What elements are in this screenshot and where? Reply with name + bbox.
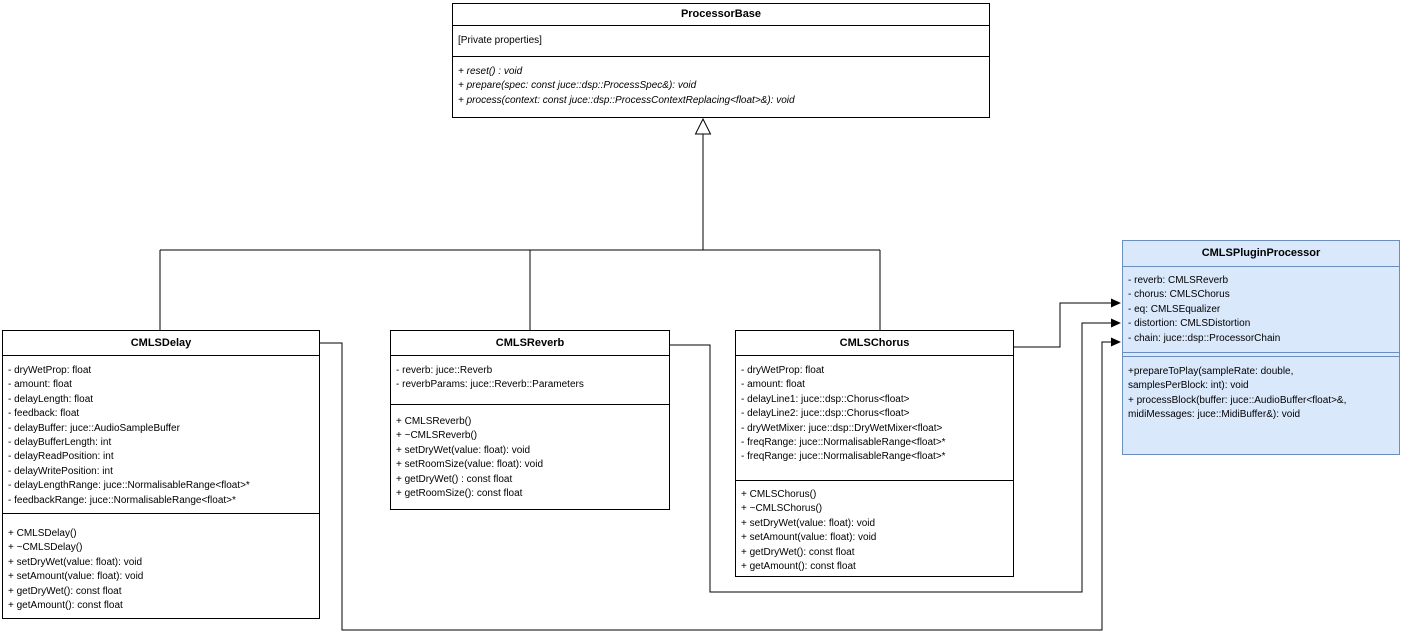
method-line: + setDryWet(value: float): void: [8, 556, 143, 568]
class-title-processorbase: ProcessorBase: [453, 4, 989, 26]
attribute-line: - delayLength: float: [8, 393, 94, 405]
attribute-line: - dryWetProp: float: [8, 365, 92, 376]
attribute-line: - feedback: float: [8, 408, 80, 420]
attribute-line: - chorus: CMLSChorus: [1128, 289, 1230, 301]
method-line: + processBlock(buffer: juce::AudioBuffer…: [1128, 394, 1347, 406]
cmlschorus-attributes-section: - dryWetProp: float - amount: float - de…: [736, 356, 1013, 481]
arrowhead-icon: [1111, 318, 1121, 328]
method-line: + ~CMLSDelay(): [8, 542, 83, 554]
method-line: + setAmount(value: float): void: [741, 532, 877, 544]
private-properties-note: [Private properties]: [458, 35, 542, 46]
attribute-line: - chain: juce::dsp::ProcessorChain: [1128, 332, 1281, 344]
association-line: [1014, 302, 1113, 348]
cmlsdelay-attributes-section: - dryWetProp: float - amount: float - de…: [3, 356, 319, 514]
class-box-processorbase[interactable]: ProcessorBase [Private properties] + res…: [452, 3, 990, 118]
class-box-cmlschorus[interactable]: CMLSChorus - dryWetProp: float - amount:…: [735, 330, 1014, 577]
method-line: + ~CMLSReverb(): [396, 430, 478, 442]
plugin-attributes-section: - reverb: CMLSReverb - chorus: CMLSChoru…: [1123, 267, 1399, 352]
attribute-line: - eq: CMLSEqualizer: [1128, 303, 1221, 315]
processorbase-properties-section: [Private properties]: [453, 26, 989, 57]
attribute-line: - delayLine2: juce::dsp::Chorus<float>: [741, 408, 910, 420]
method-line: + process(context: const juce::dsp::Proc…: [458, 94, 795, 106]
attribute-line: - delayLengthRange: juce::NormalisableRa…: [8, 480, 250, 492]
attribute-line: - distortion: CMLSDistortion: [1128, 318, 1251, 330]
method-line: +prepareToPlay(sampleRate: double,: [1128, 366, 1294, 377]
cmlsreverb-attributes-section: - reverb: juce::Reverb - reverbParams: j…: [391, 356, 669, 405]
generalization-triangle-icon: [694, 117, 712, 135]
method-line: + setDryWet(value: float): void: [741, 517, 876, 529]
inheritance-connector: [159, 117, 881, 330]
attribute-line: - reverb: CMLSReverb: [1128, 275, 1229, 286]
method-line: + setRoomSize(value: float): void: [396, 459, 544, 471]
method-line: + getAmount(): const float: [8, 600, 123, 612]
method-line: midiMessages: juce::MidiBuffer&): void: [1128, 409, 1301, 421]
attribute-line: - feedbackRange: juce::NormalisableRange…: [8, 494, 236, 506]
class-box-cmlsreverb[interactable]: CMLSReverb - reverb: juce::Reverb - reve…: [390, 330, 670, 510]
attribute-line: - delayBufferLength: int: [8, 437, 112, 449]
attribute-line: - delayBuffer: juce::AudioSampleBuffer: [8, 422, 180, 434]
method-line: + CMLSChorus(): [741, 489, 817, 500]
processorbase-methods-section: + reset() : void + prepare(spec: const j…: [453, 57, 989, 117]
class-title-cmlschorus: CMLSChorus: [736, 331, 1013, 356]
attribute-line: - freqRange: juce::NormalisableRange<flo…: [741, 451, 946, 463]
cmlsreverb-methods-section: + CMLSReverb() + ~CMLSReverb() + setDryW…: [391, 405, 669, 509]
method-line: + ~CMLSChorus(): [741, 503, 823, 515]
cmlsdelay-methods-section: + CMLSDelay() + ~CMLSDelay() + setDryWet…: [3, 514, 319, 618]
arrowhead-icon: [1111, 337, 1121, 347]
attribute-line: - freqRange: juce::NormalisableRange<flo…: [741, 437, 946, 449]
cmlschorus-methods-section: + CMLSChorus() + ~CMLSChorus() + setDryW…: [736, 481, 1013, 576]
method-line: + getDryWet() : const float: [396, 473, 513, 485]
attribute-line: - reverbParams: juce::Reverb::Parameters: [396, 379, 584, 391]
method-line: + getRoomSize(): const float: [396, 488, 523, 500]
class-title-cmlsdelay: CMLSDelay: [3, 331, 319, 356]
method-line: + reset() : void: [458, 66, 523, 77]
method-line: + setAmount(value: float): void: [8, 571, 144, 583]
attribute-line: - amount: float: [8, 379, 72, 391]
attribute-line: - dryWetMixer: juce::dsp::DryWetMixer<fl…: [741, 422, 943, 434]
method-line: + setDryWet(value: float): void: [396, 444, 531, 456]
method-line: + getDryWet(): const float: [8, 585, 122, 597]
class-box-cmlspluginprocessor[interactable]: CMLSPluginProcessor - reverb: CMLSReverb…: [1122, 240, 1400, 455]
plugin-methods-section: +prepareToPlay(sampleRate: double, sampl…: [1123, 357, 1399, 454]
method-line: samplesPerBlock: int): void: [1128, 380, 1249, 392]
attribute-line: - delayWritePosition: int: [8, 465, 113, 477]
method-line: + getDryWet(): const float: [741, 546, 855, 558]
attribute-line: - delayReadPosition: int: [8, 451, 114, 463]
method-line: + prepare(spec: const juce::dsp::Process…: [458, 80, 697, 92]
attribute-line: - dryWetProp: float: [741, 365, 825, 376]
attribute-line: - amount: float: [741, 379, 805, 391]
method-line: + CMLSReverb(): [396, 416, 472, 427]
attribute-line: - reverb: juce::Reverb: [396, 365, 493, 376]
arrowhead-icon: [1111, 298, 1121, 308]
class-box-cmlsdelay[interactable]: CMLSDelay - dryWetProp: float - amount: …: [2, 330, 320, 619]
method-line: + CMLSDelay(): [8, 528, 77, 539]
double-separator: [1123, 352, 1399, 357]
method-line: + getAmount(): const float: [741, 561, 856, 573]
class-title-cmlspluginprocessor: CMLSPluginProcessor: [1123, 241, 1399, 267]
association-chorus-to-plugin: [1014, 298, 1121, 348]
class-title-cmlsreverb: CMLSReverb: [391, 331, 669, 356]
attribute-line: - delayLine1: juce::dsp::Chorus<float>: [741, 393, 910, 405]
